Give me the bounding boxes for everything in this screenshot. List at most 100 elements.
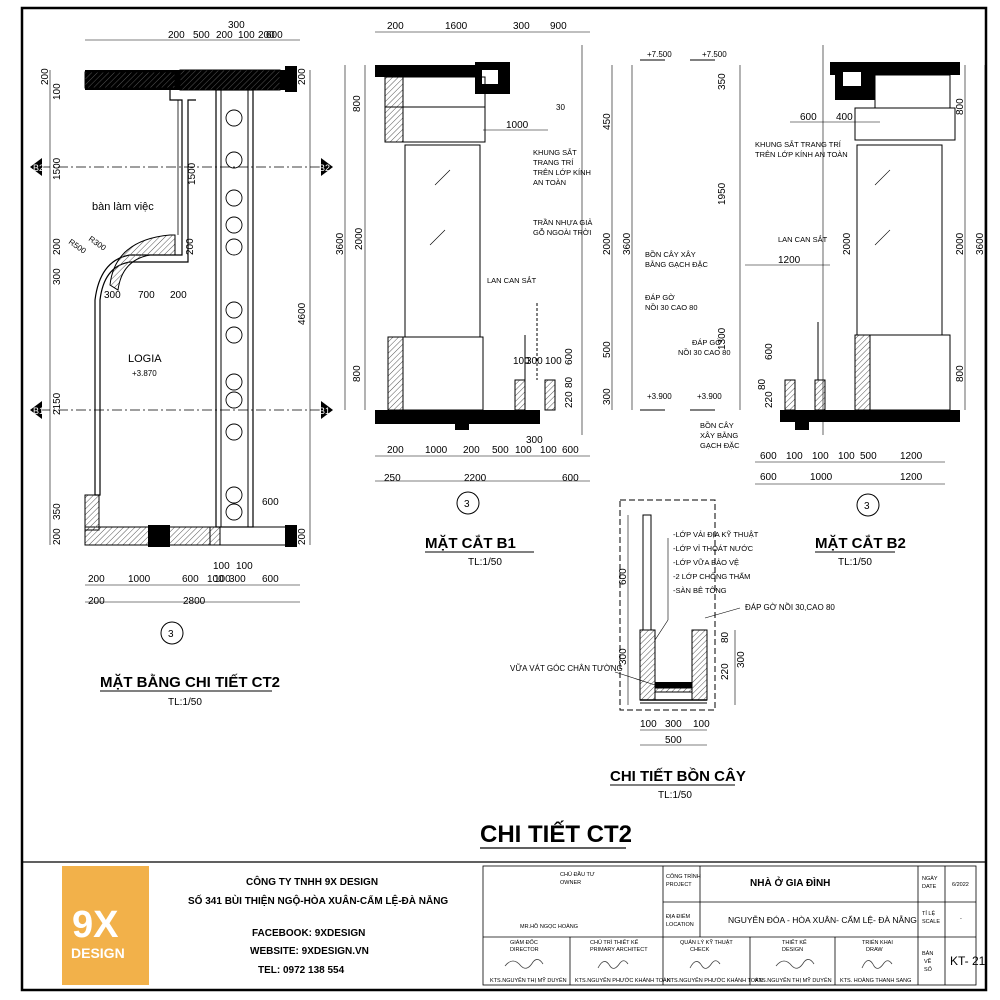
plan-dim-left-4: 200: [52, 238, 63, 255]
svg-text:600: 600: [764, 343, 775, 360]
plan-dim-left-3: 300: [52, 268, 63, 285]
section-b2: [690, 45, 986, 485]
svg-text:300: 300: [618, 648, 629, 665]
section-b2-labels: +7.500 +3.900 600 400 1200 350 1950 1300…: [678, 50, 986, 568]
svg-text:3600: 3600: [622, 232, 633, 255]
plan-dim-left-5: 2150: [52, 392, 63, 415]
plan-label-logia: LOGIA: [128, 353, 162, 365]
plan-level: +3.870: [132, 369, 157, 378]
plan-dim-left-1: 100: [52, 83, 63, 100]
bon-title: CHI TIẾT BỒN CÂY: [610, 767, 746, 785]
b1-note-bon: BỒN CÂY XÂY BẰNG GẠCH ĐẶC: [645, 249, 709, 269]
bon-dims-bottom-1: 100 300 100: [640, 719, 710, 730]
svg-text:80: 80: [757, 378, 768, 390]
section-marker-b1-right: B1: [319, 401, 333, 419]
location-name: NGUYỄN ĐÓA - HÒA XUÂN- CẨM LỆ- ĐÀ NẴNG: [728, 914, 917, 925]
plan-ref: 3: [168, 629, 174, 640]
b1-dim-30: 30: [556, 103, 565, 112]
company-name: CÔNG TY TNHH 9X DESIGN: [246, 875, 378, 888]
svg-text:300: 300: [736, 651, 747, 668]
b2-dims-top: 600 400: [800, 112, 853, 123]
plan-labels: 300 200 500 200 100 200 600 200 100 1500…: [30, 20, 333, 708]
b1-dims-top: 200 1600 300 900: [387, 21, 567, 32]
b2-note-bon: BỒN CÂY XÂY BẰNG GẠCH ĐẶC: [700, 420, 740, 450]
b2-note-lan: LAN CAN SẮT: [778, 235, 828, 244]
svg-text:600: 600: [564, 348, 575, 365]
plan-dim-top: 200 500 200 100 200 600: [168, 30, 283, 41]
svg-text:KTS.NGUYỄN PHƯỚC KHÁNH TOÀN: KTS.NGUYỄN PHƯỚC KHÁNH TOÀN: [575, 977, 671, 984]
plan-dim-bottom-top: 100 100: [213, 561, 253, 572]
svg-text:KTS.NGUYỄN PHƯỚC KHÁNH TOÀN: KTS.NGUYỄN PHƯỚC KHÁNH TOÀN: [667, 977, 763, 984]
plan-dim-left-7: 200: [52, 528, 63, 545]
company-facebook: FACEBOOK: 9XDESIGN: [252, 928, 365, 939]
sheet-number: KT- 21: [950, 954, 986, 968]
svg-text:3600: 3600: [975, 232, 986, 255]
sheet-border: [20, 6, 988, 992]
plan-dim-right-0: 200: [297, 68, 308, 85]
owner-name: MR.HỒ NGỌC HOÀNG: [520, 923, 578, 930]
b2-note-dap: ĐÁP GỜ NỒI 30 CAO 80: [678, 338, 731, 357]
svg-text:B2: B2: [33, 163, 44, 173]
location-label: ĐỊA ĐIỂM LOCATION: [666, 913, 694, 928]
plan-inner-dim-200: 200: [170, 290, 187, 301]
b1-dims-bottom-2: 250 2200 600: [384, 473, 579, 484]
svg-text:1950: 1950: [717, 182, 728, 205]
b1-note-dap: ĐÁP GỜ NỒI 30 CAO 80: [645, 293, 698, 312]
section-marker-b1-left: B1: [30, 401, 44, 419]
planter-detail-labels: -LỚP VẢI ĐỊA KỸ THUẬT -LỚP VỈ THOÁT NƯỚC…: [510, 530, 835, 801]
project-label: CÔNG TRÌNH PROJECT: [666, 873, 702, 888]
svg-text:2000: 2000: [955, 232, 966, 255]
svg-text:2000: 2000: [842, 232, 853, 255]
plan-dim-top-300: 300: [228, 20, 245, 31]
company-logo: [62, 866, 149, 985]
svg-text:80: 80: [720, 631, 731, 643]
b1-dim-bottom-300: 300: [526, 435, 543, 446]
plan-radius-a: R300: [87, 234, 108, 253]
svg-text:KTS.NGUYỄN THỊ MỸ DUYÊN: KTS.NGUYỄN THỊ MỸ DUYÊN: [755, 976, 832, 984]
b2-ref: 3: [864, 501, 870, 512]
plan-inner-dim-600: 600: [262, 497, 279, 508]
plan-dim-right-2: 4600: [297, 302, 308, 325]
b1-note-khung: KHUNG SẮT TRANG TRÍ TRÊN LỚP KÍNH AN TOÀ…: [533, 148, 593, 187]
b1-level-top: +7.500: [647, 50, 672, 59]
b1-note-tran: TRẦN NHỰA GIẢ GỖ NGOÀI TRỜI: [533, 217, 594, 237]
b2-dims-bottom-1: 600 100 100 100 500 1200: [760, 451, 923, 462]
svg-text:300: 300: [602, 388, 613, 405]
svg-text:220: 220: [564, 391, 575, 408]
svg-text:800: 800: [955, 365, 966, 382]
plan-title: MẶT BẰNG CHI TIẾT CT2: [100, 673, 280, 691]
plan-dim-left-6: 350: [52, 503, 63, 520]
b2-dims-bottom-2: 600 1000 1200: [760, 472, 923, 483]
plan-dim-left-2: 1500: [52, 157, 63, 180]
svg-text:B1: B1: [33, 406, 44, 416]
svg-text:220: 220: [720, 663, 731, 680]
bon-note-dap: ĐÁP GỜ NỒI 30,CAO 80: [745, 602, 835, 612]
b2-level-top: +7.500: [702, 50, 727, 59]
section-b1-labels: +7.500 +3.900 200 1600 300 900 1000 800 …: [335, 21, 709, 568]
svg-text:B2: B2: [319, 163, 330, 173]
plan-inner-dim-700: 700: [138, 290, 155, 301]
plan-view: [40, 39, 330, 603]
bon-dims-bottom-2: 500: [665, 735, 682, 746]
svg-text:B1: B1: [319, 406, 330, 416]
svg-text:500: 500: [602, 341, 613, 358]
svg-text:800: 800: [352, 365, 363, 382]
plan-inner-dim-300: 300: [104, 290, 121, 301]
svg-text:800: 800: [352, 95, 363, 112]
title-block: 9X DESIGN CÔNG TY TNHH 9X DESIGN SỐ 341 …: [22, 861, 986, 986]
plan-dim-right-3: 200: [297, 528, 308, 545]
svg-text:KTS.NGUYỄN THỊ MỸ DUYÊN: KTS.NGUYỄN THỊ MỸ DUYÊN: [490, 976, 567, 984]
svg-text:600: 600: [618, 568, 629, 585]
company-phone: TEL: 0972 138 554: [258, 965, 345, 976]
company-address: SỐ 341 BÙI THIỆN NGỘ-HÒA XUÂN-CẨM LỆ-ĐÀ …: [188, 893, 448, 907]
bon-scale: TL:1/50: [658, 790, 692, 801]
svg-text:3600: 3600: [335, 232, 346, 255]
